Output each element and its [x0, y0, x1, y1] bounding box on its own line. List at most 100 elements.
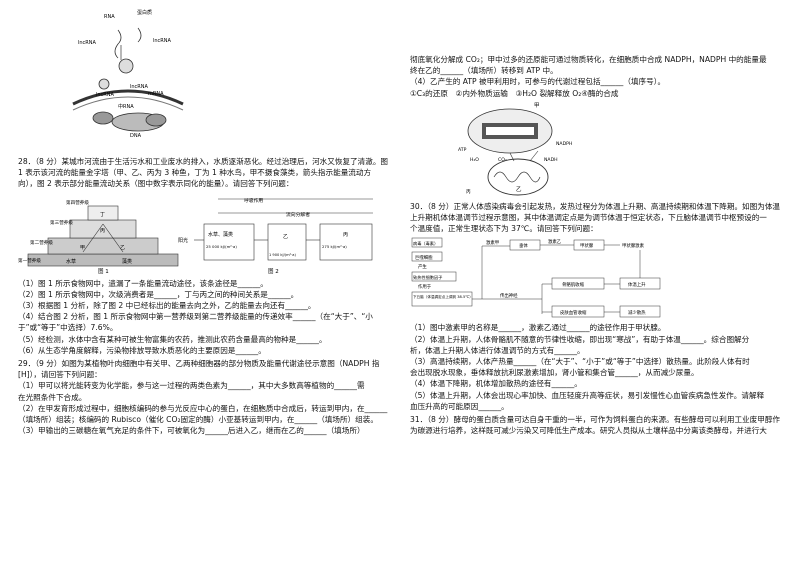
- fig-label: lncRNA: [78, 40, 97, 46]
- q29-line: 在光照条件下合成。: [18, 392, 87, 402]
- q28-line: （5）经检测，水体中含有某种可被生物富集的农药，推测此农药含量最高的物种是___…: [18, 334, 327, 344]
- q28-line: （4）结合图 2 分析，图 1 所示食物网中第一营养级到第二营养级能量的传递效率…: [18, 312, 373, 322]
- q28-line: （1）图 1 所示食物网中，遗漏了一条能量流动途径，该条途径是______。: [18, 278, 268, 288]
- q29-line: 29．（9 分）如图为某植物叶肉细胞中有关甲、乙两种细胞器的部分物质及能量代谢途…: [18, 359, 380, 369]
- q29-line: （4）乙产生的 ATP 被甲利用时，可参与的代谢过程包括______（填序号）。: [410, 77, 666, 87]
- flow-label: 激素乙: [548, 238, 562, 245]
- q28-line: 28．（8 分）某城市河流由于生活污水和工业废水的排入，水质逐渐恶化。经过治理后…: [18, 157, 389, 166]
- flow-label: 病毒（毒素）: [413, 240, 438, 247]
- q30-line: 析，体温上升期人体进行体温调节的方式有______。: [410, 345, 585, 355]
- q30-line: （2）体温上升期，人体骨骼肌不随意的节律性收缩，即出现“寒战”，有助于体温___…: [410, 334, 750, 344]
- q31-line: 31．（8 分）酵母的蛋白质含量可达自身干重的一半，可作为饲料蛋白的来源。有些酵…: [410, 415, 781, 425]
- flow-label: 激素甲: [486, 239, 499, 246]
- fig-label: mRNA: [148, 91, 164, 97]
- flow-label: 水草、藻类: [208, 231, 233, 238]
- energy-pyramid-and-flow: 第四营养级 丁 第三营养级 丙 第二营养级 甲 乙 第一营养级 水草 藻类 图 …: [18, 197, 373, 275]
- q29-line: （2）在甲发育形成过程中，细胞核编码的参与光反应中心的蛋白，在细胞质中合成后，转…: [18, 403, 388, 413]
- pyramid-label: 藻类: [122, 258, 132, 265]
- pyramid-label: 第一营养级: [18, 257, 41, 264]
- flow-label: 骨骼肌收缩: [562, 281, 585, 288]
- pyramid-label: 第四营养级: [66, 199, 89, 206]
- q29-line: [H]），请回答下列问题：: [18, 370, 102, 380]
- flow-label: 下丘脑（体温调定点上调到 38.5℃）: [413, 294, 473, 299]
- q30-line: （5）体温上升期，人体会出现心率加快、血压轻度升高等症状，易引发慢性心血管疾病急…: [410, 390, 765, 400]
- fig-label: lncRNA: [153, 38, 172, 44]
- cell-label: 甲: [534, 102, 540, 109]
- question-28-items: （1）图 1 所示食物网中，遗漏了一条能量流动途径，该条途径是______。 （…: [18, 278, 390, 356]
- q30-line: （4）体温下降期，机体增加散热的途径有______。: [410, 379, 582, 389]
- figure-2-caption: 图 2: [268, 267, 279, 274]
- q30-line: 30．（8 分）正常人体感染病毒会引起发热，发热过程分为体温上升期、高温持续期和…: [410, 201, 781, 211]
- flow-label: 1 900 kJ/(m²·a): [269, 253, 296, 257]
- q29-line: 彻底氧化分解成 CO₂；甲中过多的还原能可通过物质转化，在细胞质中合成 NADP…: [410, 55, 767, 64]
- cell-label: H₂O: [470, 157, 479, 163]
- question-29-continued: 彻底氧化分解成 CO₂；甲中过多的还原能可通过物质转化，在细胞质中合成 NADP…: [410, 54, 782, 99]
- question-31: 31．（8 分）酵母的蛋白质含量可达自身干重的一半，可作为饲料蛋白的来源。有些酵…: [410, 414, 782, 436]
- q28-line: 向），图 2 表示部分能量流动关系（图中数字表示同化的能量）。请回答下列问题：: [18, 179, 294, 189]
- flow-label: 减少散热: [628, 309, 646, 316]
- pyramid-label: 水草: [66, 258, 76, 265]
- question-30-items: （1）图中激素甲的名称是______，激素乙通过______的途径作用于甲状腺。…: [410, 322, 782, 412]
- q28-line: 1 表示该河流的能量金字塔（甲、乙、丙为 3 种鱼，丁为 1 种水鸟，甲不摄食藻…: [18, 168, 372, 178]
- pyramid-label: 第三营养级: [50, 219, 73, 226]
- q31-line: 为碳源进行培养，这样既可减少污染又可降低生产成本。研究人员拟从土壤样品中分离该类…: [410, 426, 767, 436]
- flow-label: 呼吸作用: [244, 197, 263, 204]
- q30-line: 会出现脱水现象，垂体释放抗利尿激素增加，肾小管和集合管______，从而减少尿量…: [410, 368, 699, 378]
- figure-1-caption: 图 1: [98, 267, 109, 274]
- question-28: 28．（8 分）某城市河流由于生活污水和工业废水的排入，水质逐渐恶化。经过治理后…: [18, 156, 390, 190]
- q30-line: （1）图中激素甲的名称是______，激素乙通过______的途径作用于甲状腺。: [410, 323, 666, 333]
- pyramid-label: 第二营养级: [30, 239, 53, 246]
- q28-line: 于”或“等于”中选择）7.6%。: [18, 323, 118, 333]
- flow-label: 阳光: [178, 237, 188, 244]
- q29-line: ①C₃的还原 ②内外物质运输 ③H₂O 裂解释放 O₂④酶的合成: [410, 88, 619, 98]
- q28-line: （6）从生态学角度解释，污染物排放导致水质恶化的主要原因是______。: [18, 345, 266, 355]
- flow-label: 产生: [418, 263, 427, 270]
- flow-label: 传出神经: [500, 292, 518, 299]
- q29-line: （填场所）组装；核编码的 Rubisco（催化 CO₂固定的酶）小亚基转运到甲内…: [18, 415, 378, 425]
- flow-label: 致热性细胞因子: [413, 274, 442, 281]
- fig-label: 中RNA: [118, 103, 134, 110]
- pyramid-label: 甲: [80, 245, 85, 251]
- gene-expression-figure: RNA 蛋白质 lncRNA lncRNA lncRNA mRNA lncRNA…: [18, 0, 390, 140]
- fig-label: DNA: [130, 133, 142, 139]
- flow-label: 乙: [283, 233, 288, 240]
- flow-label: 皮肤血管收缩: [560, 309, 587, 316]
- q29-line: 终在乙的______（填场所）转移到 ATP 中。: [410, 66, 558, 76]
- cell-label: 乙: [516, 186, 522, 193]
- flow-label: 275 kJ/(m²·a): [322, 244, 347, 249]
- fig-label: lncRNA: [96, 92, 115, 98]
- flow-label: 体温上升: [628, 281, 646, 288]
- organelle-figure: 甲 NADPH ATP H₂O CO₂ 乙 NADH 丙: [410, 99, 782, 201]
- q30-line: 上升期机体体温调节过程示意图，其中体温调定点是为调节体温于恒定状态，下丘脑体温调…: [410, 213, 767, 223]
- q30-line: 个温度值，正常生理状态下为 37℃。请回答下列问题：: [410, 224, 598, 234]
- flow-label: 丙: [343, 232, 348, 238]
- question-30: 30．（8 分）正常人体感染病毒会引起发热，发热过程分为体温上升期、高温持续期和…: [410, 201, 782, 235]
- flow-label: 垂体: [519, 242, 528, 249]
- fig-label: lncRNA: [130, 84, 149, 90]
- q29-line: （1）甲可以将光能转变为化学能，参与这一过程的两类色素为______，其中大多数…: [18, 381, 365, 391]
- cell-label: 丙: [466, 189, 471, 195]
- pyramid-label: 乙: [120, 244, 125, 251]
- flow-label: 甲状腺: [580, 242, 594, 249]
- flow-label: 巨噬细胞: [415, 254, 433, 261]
- cell-label: ATP: [458, 147, 467, 153]
- gene-expression-diagram: RNA 蛋白质 lncRNA lncRNA lncRNA mRNA lncRNA…: [72, 9, 184, 139]
- question-29: 29．（9 分）如图为某植物叶肉细胞中有关甲、乙两种细胞器的部分物质及能量代谢途…: [18, 358, 390, 436]
- left-column: RNA 蛋白质 lncRNA lncRNA lncRNA mRNA lncRNA…: [18, 0, 390, 436]
- fig-label: 蛋白质: [137, 9, 152, 16]
- cell-label: CO₂: [498, 157, 507, 163]
- q29-line: （3）甲输出的三碳糖在氧气充足的条件下，可被氧化为______后进入乙，继而在乙…: [18, 426, 365, 436]
- fig-label: RNA: [104, 14, 115, 20]
- flow-label: 作用于: [418, 283, 432, 290]
- flow-label: 甲状腺激素: [622, 242, 645, 249]
- pyramid-label: 丁: [100, 212, 105, 218]
- cell-label: NADH: [544, 157, 558, 163]
- flow-label: 流向分解者: [286, 211, 310, 218]
- flow-label: 25 000 kJ/(m²·a): [206, 244, 237, 249]
- pyramid-label: 丙: [100, 228, 105, 234]
- right-column: 彻底氧化分解成 CO₂；甲中过多的还原能可通过物质转化，在细胞质中合成 NADP…: [410, 0, 782, 436]
- q30-line: （3）高温持续期，人体产热量______（在“大于”、“小于”或“等于”中选择）…: [410, 357, 750, 367]
- cell-label: NADPH: [556, 141, 572, 147]
- organelle-diagram: 甲 NADPH ATP H₂O CO₂ 乙 NADH 丙: [458, 102, 572, 196]
- energy-figures: 第四营养级 丁 第三营养级 丙 第二营养级 甲 乙 第一营养级 水草 藻类 图 …: [18, 194, 390, 275]
